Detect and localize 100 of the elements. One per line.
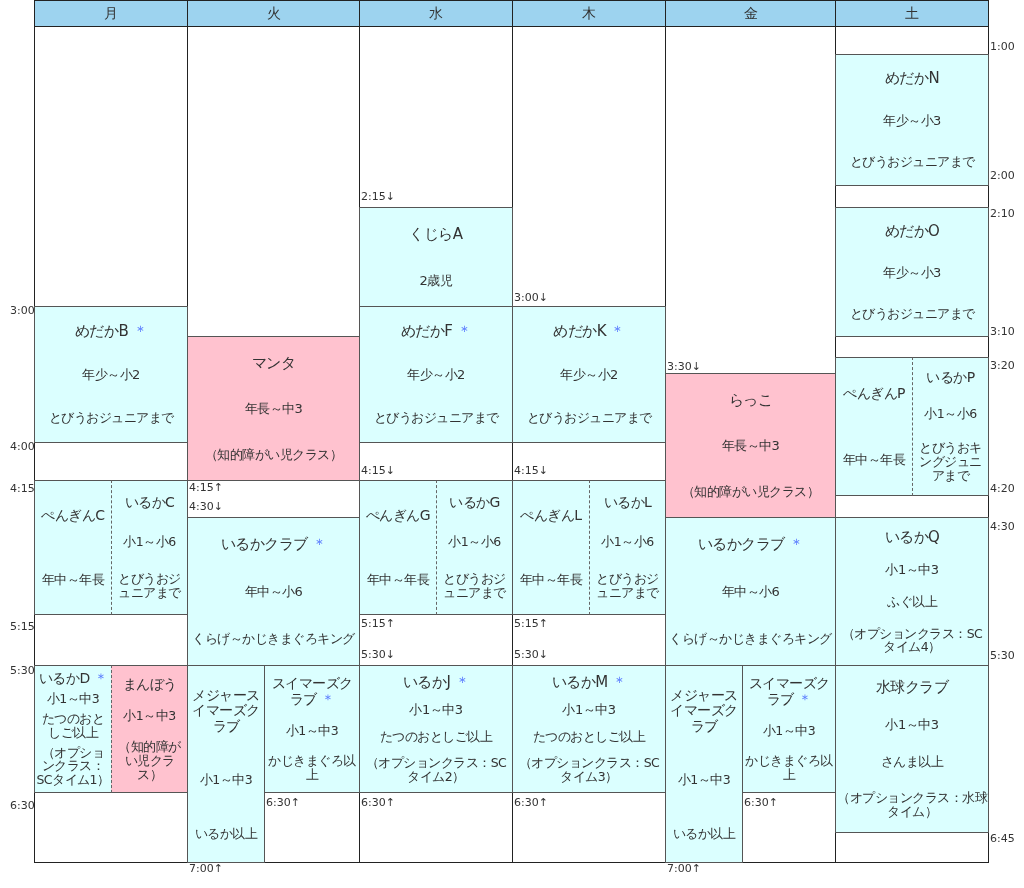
class-name: いるかクラブ ＊ (220, 536, 327, 553)
time-label: 5:30↓ (514, 648, 548, 661)
class-block (264, 665, 360, 793)
class-name: いるかクラブ ＊ (697, 536, 804, 553)
time-label: 3:00 (10, 304, 35, 317)
class-name: めだかN (884, 70, 940, 87)
class-block (512, 665, 666, 793)
class-name: ぺんぎんG (365, 507, 431, 524)
class-name: メジャースイマーズクラブ (191, 687, 261, 734)
age-range: 2歳児 (419, 273, 453, 289)
class-name: いるかM ＊ (551, 674, 627, 691)
class-block (835, 517, 989, 666)
day-header: 水 (359, 0, 513, 27)
class-block (742, 665, 836, 793)
age-range: 年中～年長 (842, 453, 906, 467)
age-range: 小1～中3 (885, 562, 939, 578)
level-note: とびうおジュニアまで (117, 572, 182, 600)
option-note: （オプションクラス：SCタイム3） (517, 756, 661, 784)
level-note: ふぐ以上 (887, 594, 937, 610)
class-block (512, 480, 590, 615)
age-range: 小1～中3 (46, 692, 100, 707)
time-label: 1:00 (990, 40, 1015, 53)
class-block (589, 480, 666, 615)
class-block (359, 665, 513, 793)
time-label: 5:15↑ (361, 617, 395, 630)
class-block (835, 665, 989, 833)
class-block (187, 517, 360, 666)
time-label: 5:30 (990, 649, 1015, 662)
class-block (359, 207, 513, 307)
level-note: たつのおとしご以上 (379, 729, 493, 744)
time-label: 5:30 (10, 664, 35, 677)
class-name: めだかK ＊ (553, 323, 625, 340)
class-name: スイマーズクラブ ＊ (270, 676, 354, 708)
time-label: 4:30 (990, 520, 1015, 533)
class-name: めだかF ＊ (400, 323, 472, 340)
class-name: マンタ (251, 354, 296, 372)
age-range: 小1～小6 (924, 406, 977, 421)
time-label: 6:45 (990, 832, 1015, 845)
class-block (512, 306, 666, 443)
age-range: 小1～小6 (448, 534, 501, 549)
level-note: いるか以上 (194, 826, 258, 841)
time-label: 4:15↓ (514, 464, 548, 477)
level-note: かじきまぐろ以上 (267, 754, 357, 782)
age-range: 年長～中3 (244, 402, 303, 417)
class-block (34, 306, 188, 443)
class-name: くじらA (409, 225, 463, 243)
age-range: 年中～年長 (366, 573, 430, 587)
class-name: いるかD ＊ (38, 671, 108, 687)
class-name: めだかO (884, 223, 940, 240)
time-label: 7:00↑ (189, 862, 223, 875)
class-name: ぺんぎんL (520, 507, 582, 524)
level-note: とびうおジュニアまで (849, 306, 975, 321)
class-name: いるかJ ＊ (402, 674, 470, 691)
class-block (359, 480, 437, 615)
class-name: スイマーズクラブ ＊ (747, 676, 831, 708)
time-label: 3:30↓ (667, 360, 701, 373)
time-label: 2:10 (990, 207, 1015, 220)
level-note: とびうおキングジュニアまで (918, 441, 983, 483)
class-block (436, 480, 513, 615)
level-note: （知的障がい児クラス） (204, 448, 343, 463)
class-name: ぺんぎんC (41, 507, 105, 524)
class-block (111, 480, 188, 615)
class-block (34, 480, 112, 615)
class-name: 水球クラブ (875, 679, 949, 696)
level-note: くらげ～かじきまぐろキング (669, 632, 832, 647)
age-range: 小1～小6 (601, 534, 654, 549)
age-range: 小1～中3 (677, 773, 731, 788)
class-name: らっこ (728, 391, 773, 409)
age-range: 小1～中3 (409, 703, 463, 718)
level-note: とびうおジュニアまで (526, 411, 652, 426)
age-range: 小1～中3 (199, 773, 253, 788)
class-name: いるかQ (884, 528, 940, 546)
class-name: いるかL (603, 495, 652, 511)
age-range: 年少～小2 (407, 368, 465, 383)
class-block (912, 357, 989, 496)
age-range: 小1～中3 (123, 709, 176, 723)
time-label: 4:15↑ (189, 481, 223, 494)
class-block (665, 373, 836, 518)
time-label: 6:30↑ (266, 796, 300, 809)
time-label: 6:30 (10, 799, 35, 812)
class-block (34, 665, 112, 793)
level-note: （知的障がい児クラス） (117, 740, 182, 782)
time-label: 4:15↓ (361, 464, 395, 477)
level-note: とびうおジュニアまで (48, 411, 174, 426)
option-note: （オプションクラス：SCタイム1） (36, 745, 110, 787)
class-name: いるかP (926, 370, 975, 386)
time-label: 4:15 (10, 482, 35, 495)
level-note: たつのおとしご以上 (40, 712, 106, 740)
class-block (111, 665, 188, 793)
class-block (665, 517, 836, 666)
age-range: 小1～中3 (285, 723, 339, 738)
age-range: 小1～中3 (885, 718, 939, 733)
level-note: いるか以上 (672, 826, 736, 841)
class-block (835, 207, 989, 337)
class-name: いるかC (124, 495, 175, 511)
option-note: （オプションクラス：SCタイム2） (364, 756, 508, 784)
option-note: （オプションクラス：水球タイム） (837, 791, 987, 819)
time-label: 4:20 (990, 482, 1015, 495)
day-header: 金 (665, 0, 836, 27)
age-range: 小1～中3 (562, 703, 616, 718)
